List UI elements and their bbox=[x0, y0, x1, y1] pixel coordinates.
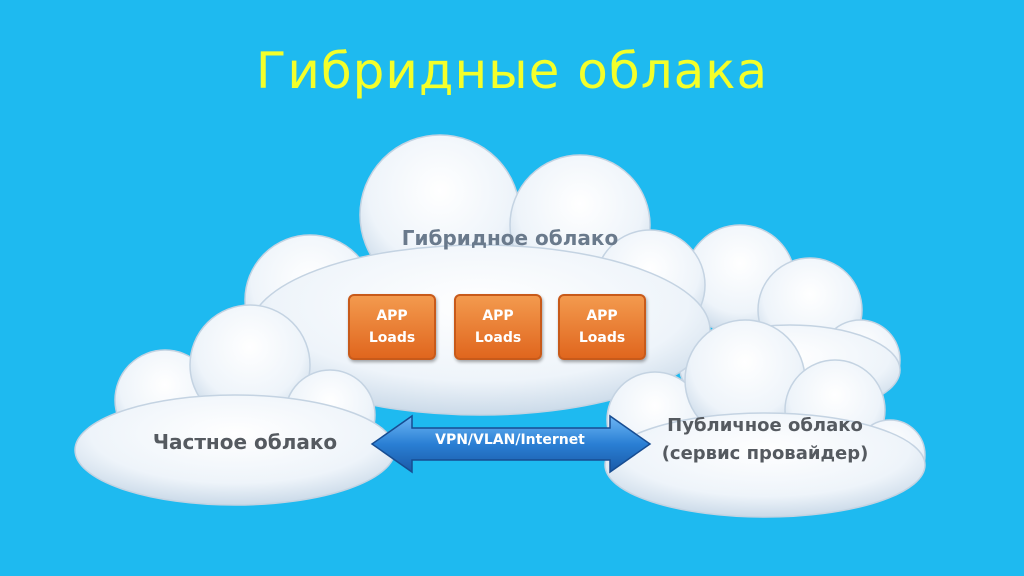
app-line2: Loads bbox=[578, 330, 626, 346]
app-line1: APP bbox=[586, 308, 618, 324]
private-cloud-shape bbox=[74, 304, 396, 506]
app-line1: APP bbox=[376, 308, 408, 324]
page-title: Гибридные облака bbox=[255, 42, 769, 100]
app-line2: Loads bbox=[368, 330, 416, 346]
public-cloud-label: Публичное облако (сервис провайдер) bbox=[640, 412, 890, 468]
public-cloud-line2: (сервис провайдер) bbox=[661, 443, 869, 464]
public-cloud-line1: Публичное облако bbox=[667, 415, 863, 436]
app-loads-box: APP Loads bbox=[348, 294, 436, 360]
app-loads-box: APP Loads bbox=[558, 294, 646, 360]
hybrid-cloud-label: Гибридное облако bbox=[401, 226, 619, 250]
app-loads-box: APP Loads bbox=[454, 294, 542, 360]
app-line2: Loads bbox=[474, 330, 522, 346]
double-arrow-icon bbox=[370, 414, 652, 474]
private-cloud-label: Частное облако bbox=[152, 430, 338, 454]
connection-label: VPN/VLAN/Internet bbox=[435, 432, 585, 448]
public-cloud-shape bbox=[604, 319, 926, 518]
app-line1: APP bbox=[482, 308, 514, 324]
